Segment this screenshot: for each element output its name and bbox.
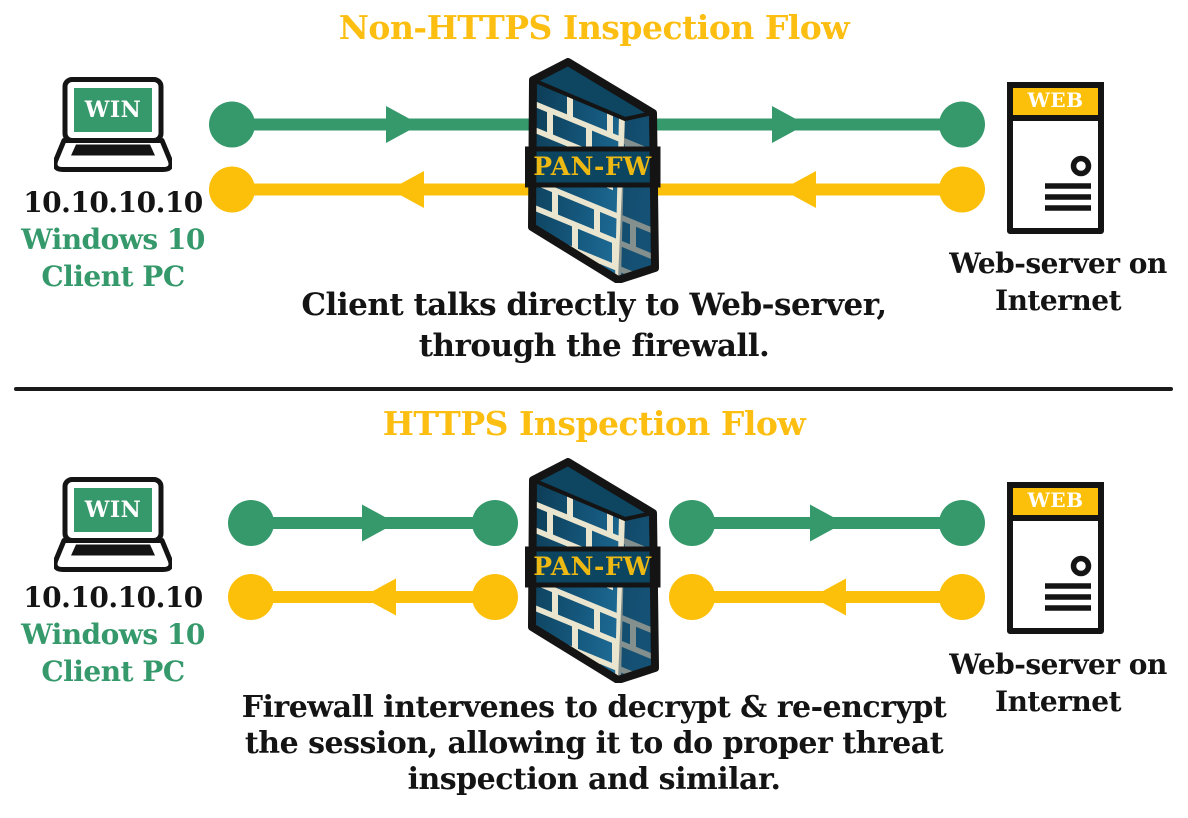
flow-caption-bottom-line3: inspection and similar. <box>407 762 781 797</box>
client-node-top: WIN <box>54 77 172 177</box>
flow-caption-bottom: Firewall intervenes to decrypt & re-encr… <box>0 690 1188 798</box>
bottom-response-arrowhead-left <box>362 578 396 616</box>
bottom-request-arrowhead-left <box>362 504 396 542</box>
top-request-arrowhead-left <box>386 106 420 143</box>
firewall-label: PAN-FW <box>533 552 652 581</box>
client-os: Windows 10 <box>21 223 205 256</box>
top-response-arrowhead-right <box>782 171 816 208</box>
bottom-request-endpoint-client <box>228 500 274 546</box>
section-title-bottom: HTTPS Inspection Flow <box>382 404 806 443</box>
server-caption-top: Web-server on Internet <box>948 245 1168 319</box>
bottom-response-flow-yellow <box>228 574 985 620</box>
top-response-arrowhead-left <box>390 171 424 208</box>
flow-caption-top-line2: through the firewall. <box>418 328 770 364</box>
server-band-label: WEB <box>1027 488 1084 512</box>
flow-caption-bottom-line2: the session, allowing it to do proper th… <box>244 726 944 761</box>
laptop-icon <box>54 77 172 177</box>
section-title-top: Non-HTTPS Inspection Flow <box>338 8 850 47</box>
firewall-node-top: PAN-FW <box>525 58 665 283</box>
firewall-label: PAN-FW <box>533 152 652 181</box>
bottom-response-endpoint-fw-right <box>669 574 715 620</box>
bottom-request-flow-green <box>228 500 985 546</box>
flow-caption-bottom-line1: Firewall intervenes to decrypt & re-encr… <box>241 690 947 725</box>
top-response-endpoint-client <box>209 166 255 213</box>
bottom-request-endpoint-fw-right <box>669 500 715 546</box>
firewall-node-bottom: PAN-FW <box>525 458 665 683</box>
bottom-response-endpoint-server <box>939 574 985 620</box>
server-node-bottom: WEB <box>1007 482 1104 634</box>
client-node-bottom: WIN <box>54 477 172 577</box>
laptop-screen-label: WIN <box>84 97 142 123</box>
laptop-screen-label: WIN <box>84 497 142 523</box>
bottom-request-endpoint-fw-left <box>472 500 518 546</box>
client-ip: 10.10.10.10 <box>23 581 203 614</box>
server-name-line2: Internet <box>994 284 1122 317</box>
server-name-line1: Web-server on <box>949 648 1167 681</box>
client-ip: 10.10.10.10 <box>23 186 203 219</box>
client-os: Windows 10 <box>21 618 205 651</box>
bottom-request-arrowhead-right <box>810 504 844 542</box>
top-response-endpoint-server <box>939 166 985 213</box>
bottom-request-endpoint-server <box>939 500 985 546</box>
server-caption-bottom: Web-server on Internet <box>948 646 1168 720</box>
client-role: Client PC <box>41 260 185 293</box>
bottom-response-endpoint-fw-left <box>472 574 518 620</box>
flow-caption-top: Client talks directly to Web-server, thr… <box>0 285 1188 367</box>
laptop-icon <box>54 477 172 577</box>
client-caption-top: 10.10.10.10 Windows 10 Client PC <box>5 184 221 295</box>
bottom-response-endpoint-client <box>228 574 274 620</box>
top-request-endpoint-client <box>209 101 255 148</box>
top-request-endpoint-server <box>939 101 985 148</box>
server-band-label: WEB <box>1027 88 1084 112</box>
bottom-response-arrowhead-right <box>812 578 846 616</box>
client-role: Client PC <box>41 655 185 688</box>
server-name-line1: Web-server on <box>949 247 1167 280</box>
server-node-top: WEB <box>1007 82 1104 234</box>
section-divider <box>14 387 1173 391</box>
top-request-arrowhead-right <box>772 106 806 143</box>
client-caption-bottom: 10.10.10.10 Windows 10 Client PC <box>5 579 221 690</box>
server-name-line2: Internet <box>994 685 1122 718</box>
flow-caption-top-line1: Client talks directly to Web-server, <box>301 287 887 323</box>
